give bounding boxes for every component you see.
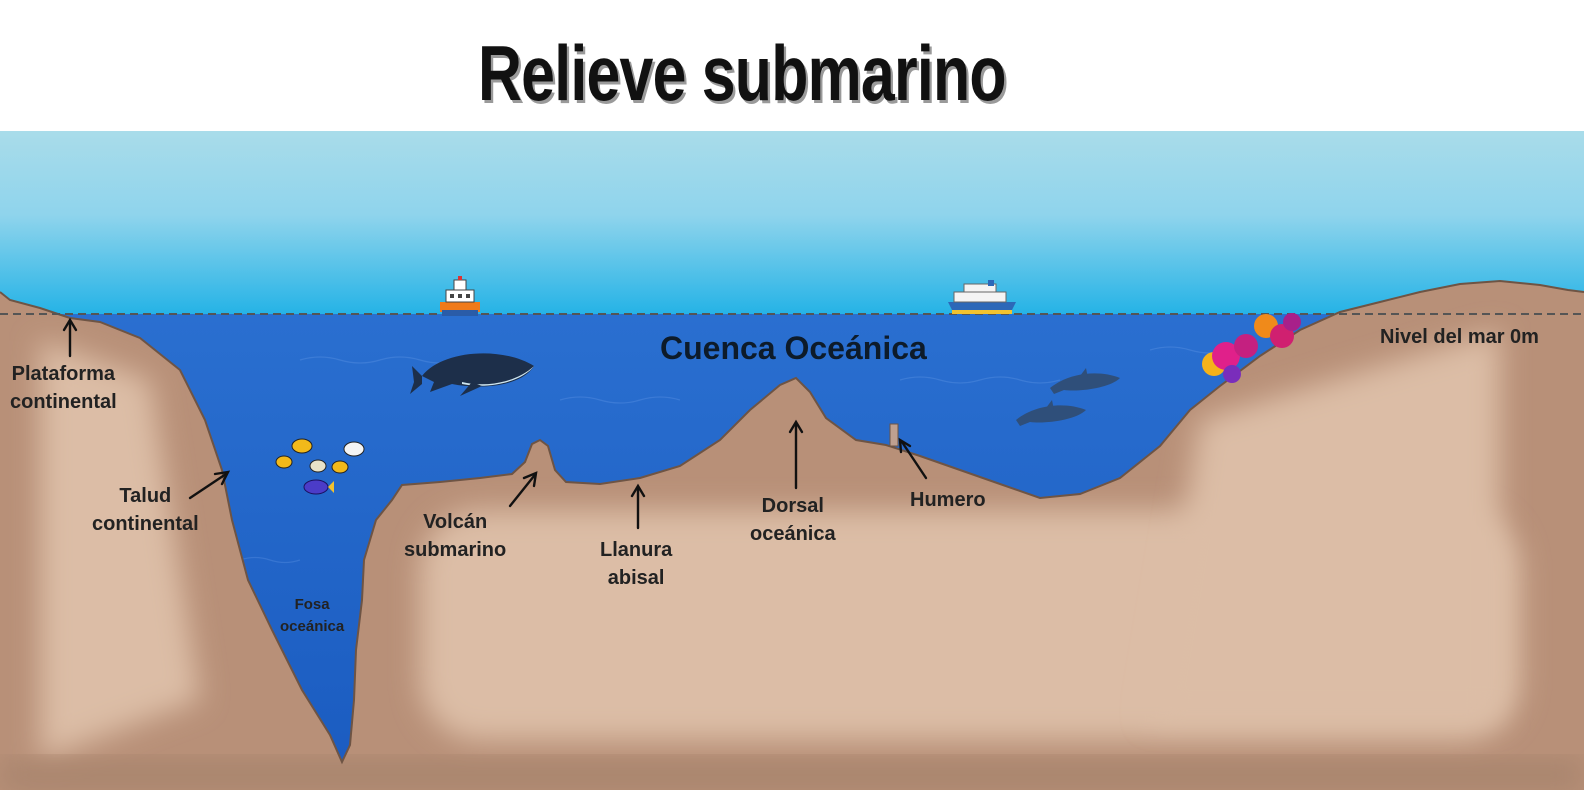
- label-line: oceánica: [750, 523, 836, 545]
- dolphin-icon: [1050, 368, 1120, 394]
- hydrothermal-vent: [889, 423, 899, 447]
- label-talud-continental: Talud continental: [92, 482, 199, 538]
- label-arrows: [62, 317, 928, 530]
- arrow-humero: [898, 437, 928, 480]
- label-humero: Humero: [910, 486, 986, 514]
- seabed-outline: [0, 279, 1584, 765]
- label-line: Volcán: [423, 511, 488, 533]
- label-line: Plataforma: [11, 363, 116, 385]
- label-line: Talud: [119, 485, 172, 507]
- label-line: oceánica: [280, 618, 345, 635]
- page-title: Relieve submarino: [478, 29, 1007, 117]
- arrow-talud: [188, 470, 231, 500]
- label-volcan-submarino: Volcán submarino: [404, 508, 506, 564]
- label-line: abisal: [607, 567, 665, 589]
- water-texture: [239, 346, 1231, 564]
- label-llanura-abisal: Llanura abisal: [600, 536, 672, 592]
- arrow-dorsal: [788, 419, 804, 490]
- dolphin-icon: [1016, 400, 1086, 426]
- label-line: Fosa: [294, 596, 330, 613]
- label-line: Dorsal: [761, 495, 824, 517]
- label-dorsal-oceanica: Dorsal oceánica: [750, 492, 836, 548]
- arrow-llanura: [630, 483, 646, 530]
- label-line: continental: [92, 513, 199, 535]
- arrow-volcan: [508, 471, 538, 508]
- label-line: Humero: [910, 489, 986, 511]
- coral-icon: [1202, 313, 1301, 383]
- label-line: Llanura: [600, 539, 673, 561]
- sky-band: [0, 131, 1584, 317]
- label-line: submarino: [404, 539, 507, 561]
- tropical-fish-icon: [275, 438, 365, 495]
- sea-level-label: Nivel del mar 0m: [1380, 326, 1539, 348]
- cruise-ship-icon: [948, 280, 1016, 314]
- label-line: continental: [10, 391, 117, 413]
- label-fosa-oceanica: Fosa oceánica: [280, 594, 344, 638]
- whale-icon: [410, 353, 534, 396]
- label-plataforma-continental: Plataforma continental: [10, 360, 117, 416]
- ocean-basin-label: Cuenca Oceánica: [660, 330, 927, 366]
- boat-icon: [440, 276, 480, 316]
- arrow-plataforma: [62, 317, 78, 358]
